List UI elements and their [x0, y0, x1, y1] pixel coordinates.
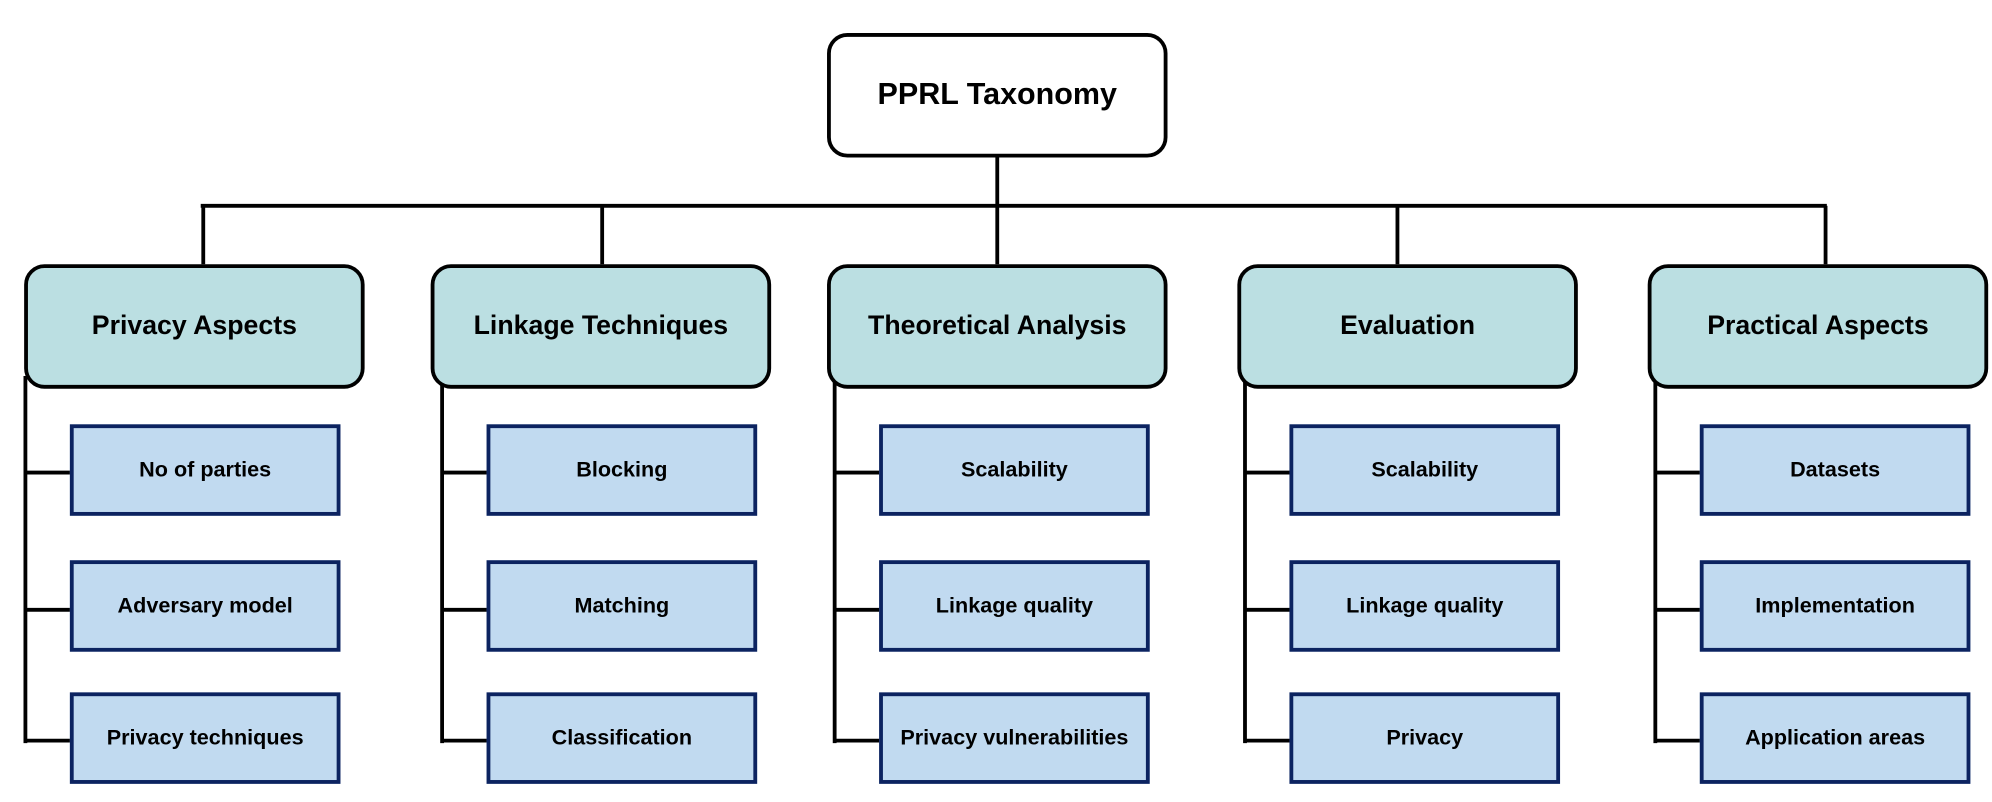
category-label: Privacy Aspects: [91, 311, 297, 341]
item-label: No of parties: [139, 457, 272, 482]
category-label: Linkage Techniques: [473, 311, 729, 341]
item-node: Privacy techniques: [69, 692, 341, 784]
item-label: Implementation: [1755, 593, 1915, 618]
item-label: Matching: [574, 593, 670, 618]
category-node-evaluation: Evaluation: [1237, 264, 1578, 389]
item-node: Classification: [486, 692, 758, 784]
category-node-privacy-aspects: Privacy Aspects: [24, 264, 365, 389]
item-label: Classification: [551, 725, 693, 750]
item-label: Privacy: [1386, 725, 1464, 750]
item-label: Privacy techniques: [106, 725, 304, 750]
root-node: PPRL Taxonomy: [827, 33, 1168, 158]
item-node: Scalability: [1289, 424, 1561, 516]
item-node: Adversary model: [69, 560, 341, 652]
item-label: Datasets: [1790, 457, 1881, 482]
item-label: Linkage quality: [1346, 593, 1504, 618]
item-node: Datasets: [1699, 424, 1971, 516]
category-label: Theoretical Analysis: [868, 311, 1127, 341]
item-label: Application areas: [1745, 725, 1926, 750]
category-node-linkage-techniques: Linkage Techniques: [430, 264, 772, 389]
item-label: Scalability: [960, 457, 1068, 482]
item-label: Linkage quality: [935, 593, 1094, 618]
category-label: Evaluation: [1340, 311, 1476, 341]
category-label: Practical Aspects: [1707, 311, 1929, 341]
item-label: Blocking: [576, 457, 668, 482]
item-node: Scalability: [879, 424, 1150, 516]
item-label: Scalability: [1371, 457, 1479, 482]
item-node: Blocking: [486, 424, 758, 516]
item-label: Privacy vulnerabilities: [900, 725, 1129, 750]
item-node: Matching: [486, 560, 758, 652]
item-node: Application areas: [1699, 692, 1971, 784]
item-node: Linkage quality: [879, 560, 1150, 652]
category-node-practical-aspects: Practical Aspects: [1647, 264, 1989, 389]
item-node: Privacy: [1289, 692, 1561, 784]
item-node: Implementation: [1699, 560, 1971, 652]
item-node: Privacy vulnerabilities: [879, 692, 1150, 784]
item-node: No of parties: [69, 424, 341, 516]
root-label: PPRL Taxonomy: [877, 77, 1117, 112]
item-node: Linkage quality: [1289, 560, 1561, 652]
item-label: Adversary model: [117, 593, 293, 618]
category-node-theoretical-analysis: Theoretical Analysis: [827, 264, 1168, 389]
